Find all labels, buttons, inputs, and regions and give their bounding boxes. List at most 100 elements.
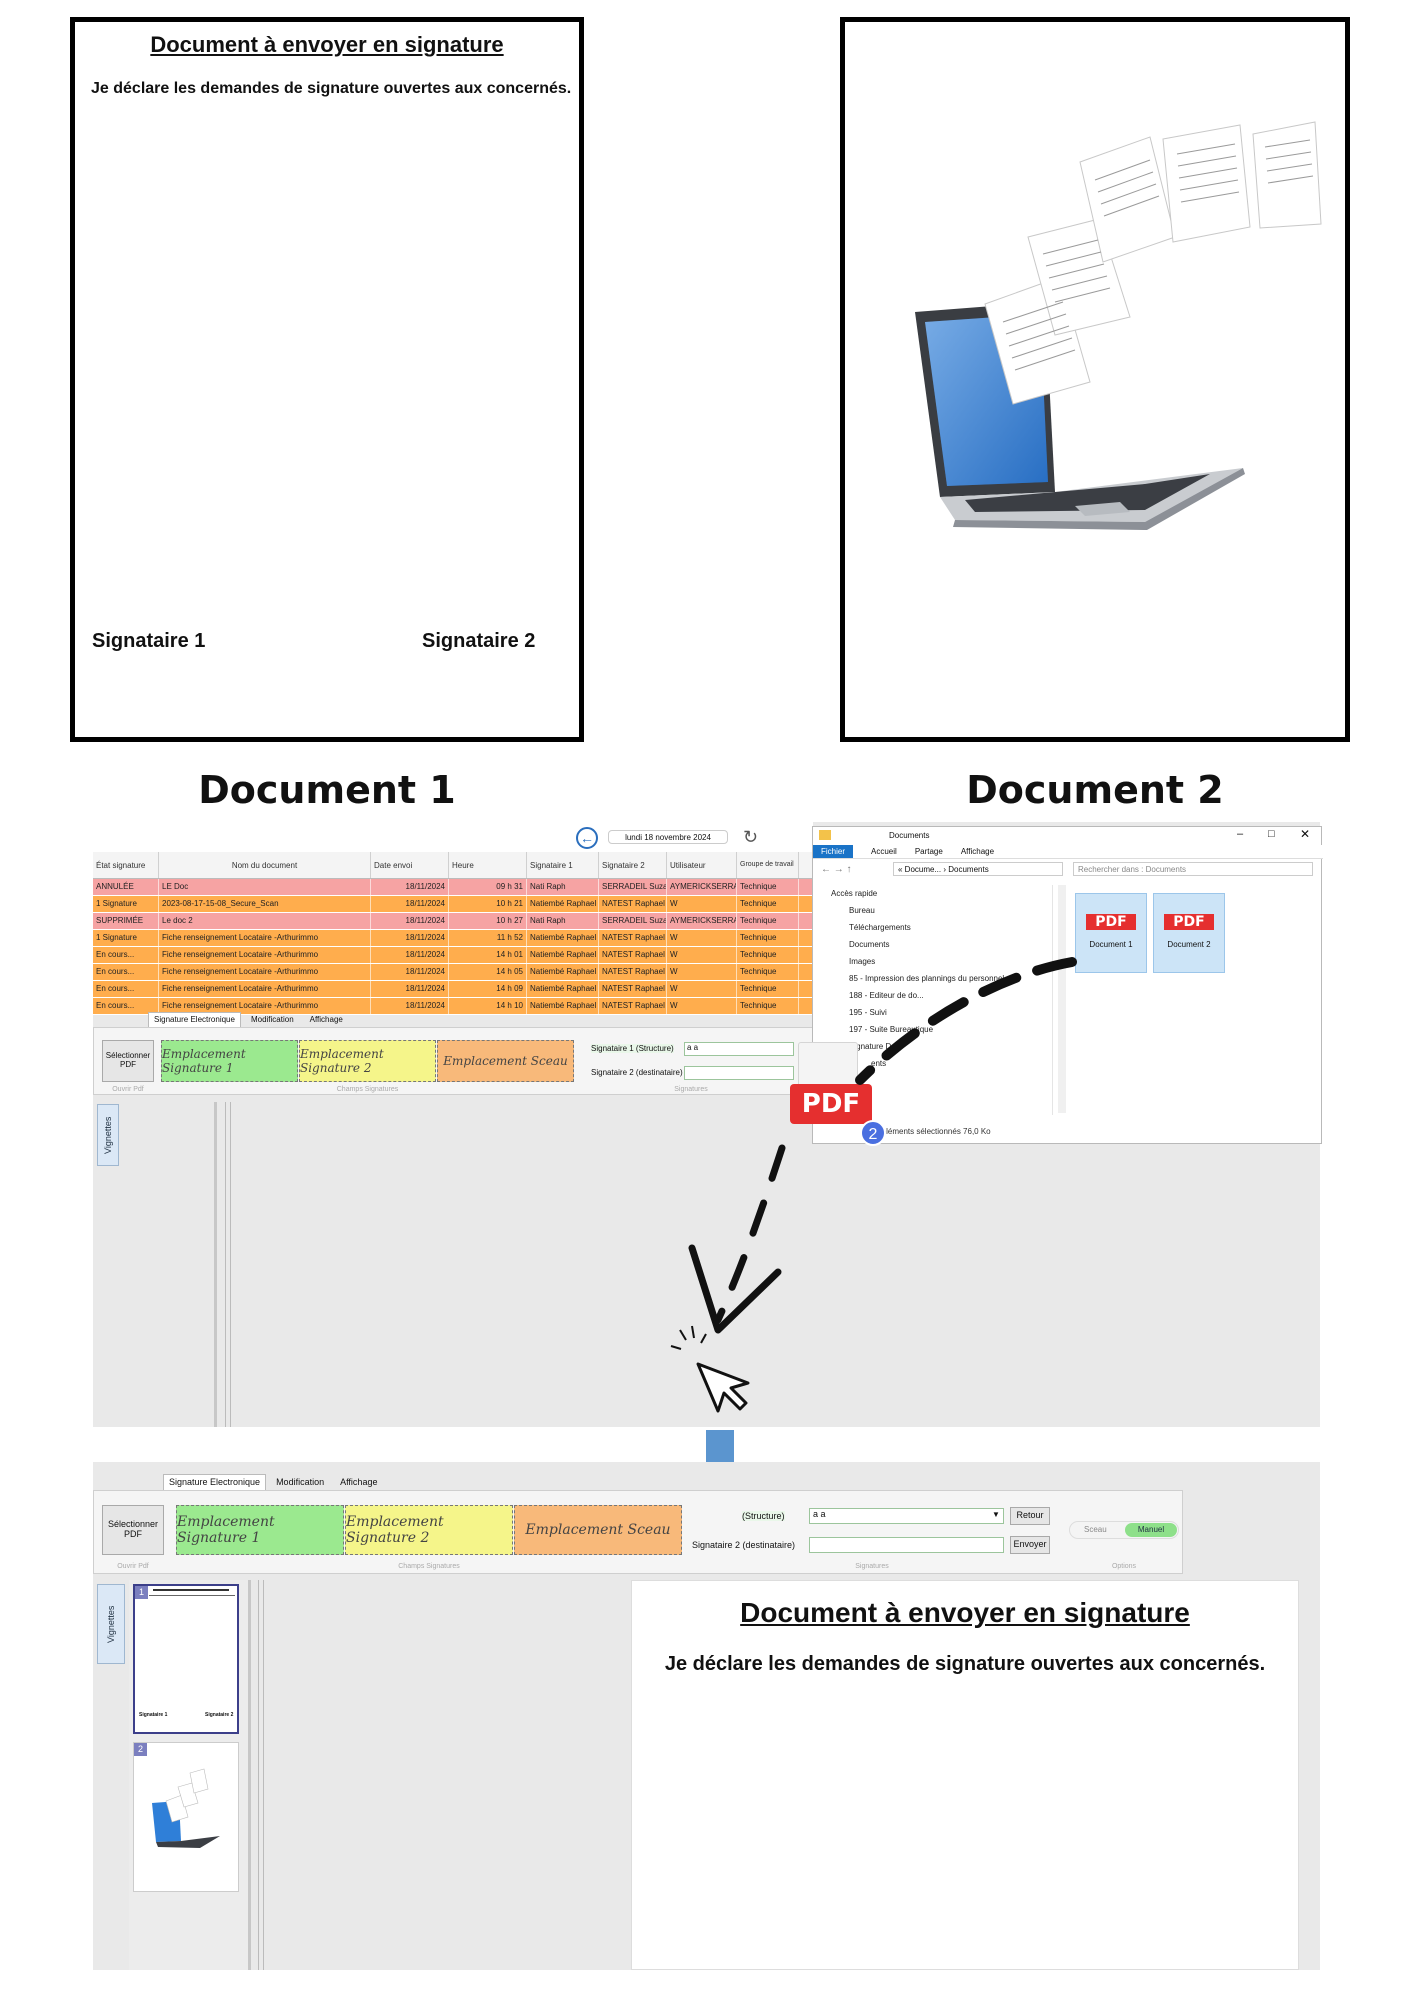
column-header-etat[interactable]: État signature [93,852,159,878]
ribbon-tab-accueil[interactable]: Accueil [871,847,897,856]
tree-item-195[interactable]: 195 - Suivi [849,1008,887,1017]
search-box[interactable]: Rechercher dans : Documents [1073,862,1313,876]
thumbnail-text-line [149,1595,235,1596]
back-arrow-icon[interactable]: ← [576,827,598,849]
ribbon-tab-affichage[interactable]: Affichage [960,847,995,856]
table-row[interactable]: En cours...Fiche renseignement Locataire… [93,981,815,998]
table-row[interactable]: En cours...Fiche renseignement Locataire… [93,998,815,1015]
select-pdf-button[interactable]: Sélectionner PDF [102,1505,164,1555]
close-icon[interactable]: ✕ [1300,827,1311,841]
page-thumbnail-1[interactable]: 1 Signataire 1 Signataire 2 [133,1584,239,1734]
table-cell-user: AYMERICKSERRA [667,879,737,895]
tree-item-197[interactable]: 197 - Suite Bureautique [849,1025,934,1034]
signatory2-field[interactable] [809,1537,1004,1553]
tab-signature-electronique[interactable]: Signature Electronique [163,1474,267,1490]
signature-slot-1[interactable]: Emplacement Signature 1 [161,1040,298,1082]
nav-arrows[interactable]: ← → ↑ [821,864,852,875]
table-cell-s2: NATEST Raphael [599,947,667,963]
ribbon-tab-partage[interactable]: Partage [914,847,943,856]
toggle-option-sceau[interactable]: Sceau [1084,1525,1107,1534]
dropdown-arrow-icon[interactable]: ▼ [992,1510,1000,1519]
tree-item-bureau[interactable]: Bureau [849,906,875,915]
tab-modification[interactable]: Modification [250,1015,294,1024]
tree-item-85[interactable]: 85 - Impression des plannings du personn… [849,974,1005,983]
date-picker[interactable]: lundi 18 novembre 2024 [608,830,728,844]
ribbon-tab-fichier[interactable]: Fichier [813,845,854,858]
signatory2-field[interactable] [684,1066,794,1080]
mode-toggle[interactable]: Sceau Manuel [1069,1521,1179,1539]
splitter[interactable] [258,1580,264,1970]
table-cell-s1: Nati Raph [527,879,599,895]
tab-modification[interactable]: Modification [276,1477,325,1487]
table-cell-s1: Natiembé Raphael [527,964,599,980]
signature-app-window-2: Signature Electronique Modification Affi… [93,1462,1320,1970]
tab-signature-electronique[interactable]: Signature Electronique [148,1012,241,1027]
document2-preview [840,17,1350,742]
seal-slot[interactable]: Emplacement Sceau [514,1505,682,1555]
tab-affichage[interactable]: Affichage [309,1015,343,1024]
page-thumbnail-2[interactable]: 2 [133,1742,239,1892]
table-cell-heure: 14 h 09 [449,981,527,997]
date-toolbar: ← lundi 18 novembre 2024 ↻ [93,822,813,852]
refresh-icon[interactable]: ↻ [743,827,759,847]
table-cell-groupe: Technique [737,947,799,963]
table-cell-user: W [667,947,737,963]
tree-item-acces-rapide[interactable]: Accès rapide [831,889,878,898]
retour-button[interactable]: Retour [1010,1507,1050,1525]
table-cell-heure: 14 h 05 [449,964,527,980]
tab-affichage[interactable]: Affichage [340,1477,378,1487]
signatory1-field[interactable]: a a [809,1508,1004,1524]
document2-caption: Document 2 [966,768,1224,812]
table-cell-etat: 1 Signature [93,930,159,946]
signature-slot-2[interactable]: Emplacement Signature 2 [299,1040,436,1082]
column-header-date[interactable]: Date envoi [371,852,449,878]
signatory1-field[interactable]: a a [684,1042,794,1056]
toggle-option-manuel[interactable]: Manuel [1125,1523,1177,1537]
signature-slot-1[interactable]: Emplacement Signature 1 [176,1505,344,1555]
minimize-icon[interactable]: – [1237,828,1244,840]
table-cell-etat: En cours... [93,981,159,997]
table-cell-nom: Fiche renseignement Locataire -Arthurimm… [159,981,371,997]
group-label-signatures: Signatures [855,1563,889,1570]
table-cell-s2: SERRADEIL Suzan [599,879,667,895]
document-viewer-page: Document à envoyer en signature Je décla… [631,1580,1299,1970]
column-header-heure[interactable]: Heure [449,852,527,878]
tree-item-documents[interactable]: Documents [849,940,890,949]
table-row[interactable]: En cours...Fiche renseignement Locataire… [93,964,815,981]
select-pdf-button[interactable]: Sélectionner PDF [102,1040,154,1082]
table-cell-nom: Fiche renseignement Locataire -Arthurimm… [159,998,371,1014]
maximize-icon[interactable]: □ [1268,828,1275,840]
seal-slot[interactable]: Emplacement Sceau [437,1040,574,1082]
envoyer-button[interactable]: Envoyer [1010,1536,1050,1554]
vignettes-tab[interactable]: Vignettes [97,1584,125,1664]
column-header-nom[interactable]: Nom du document [159,852,371,878]
tree-item-telechargements[interactable]: Téléchargements [849,923,911,932]
thumbnail-signatory-1: Signataire 1 [139,1712,168,1718]
table-cell-s1: Natiembé Raphael [527,981,599,997]
table-header: État signature Nom du document Date envo… [93,852,815,879]
ribbon: Sélectionner PDF Emplacement Signature 1… [93,1490,1183,1574]
tree-scrollbar[interactable] [1058,885,1066,1113]
tree-item-images[interactable]: Images [849,957,876,966]
dragged-pdf-icon[interactable]: PDF 2 [790,1042,886,1146]
column-header-utilisateur[interactable]: Utilisateur [667,852,737,878]
file-document-2[interactable]: PDF Document 2 [1153,893,1225,973]
column-header-groupe[interactable]: Groupe de travail [737,852,799,878]
tree-item-188[interactable]: 188 - Editeur de do... [849,991,924,1000]
column-header-signataire2[interactable]: Signataire 2 [599,852,667,878]
vignettes-tab[interactable]: Vignettes [97,1104,119,1166]
splitter[interactable] [225,1102,231,1427]
group-label-open: Ouvrir Pdf [117,1563,149,1570]
table-cell-etat: ANNULÉE [93,879,159,895]
page-number-1: 1 [135,1586,148,1599]
column-header-signataire1[interactable]: Signataire 1 [527,852,599,878]
address-bar[interactable]: « Docume... › Documents [893,862,1063,876]
table-row[interactable]: En cours...Fiche renseignement Locataire… [93,947,815,964]
signatory2-label: Signataire 2 (destinataire) [692,1540,796,1550]
file-document-1[interactable]: PDF Document 1 [1075,893,1147,973]
signature-slot-2[interactable]: Emplacement Signature 2 [345,1505,513,1555]
